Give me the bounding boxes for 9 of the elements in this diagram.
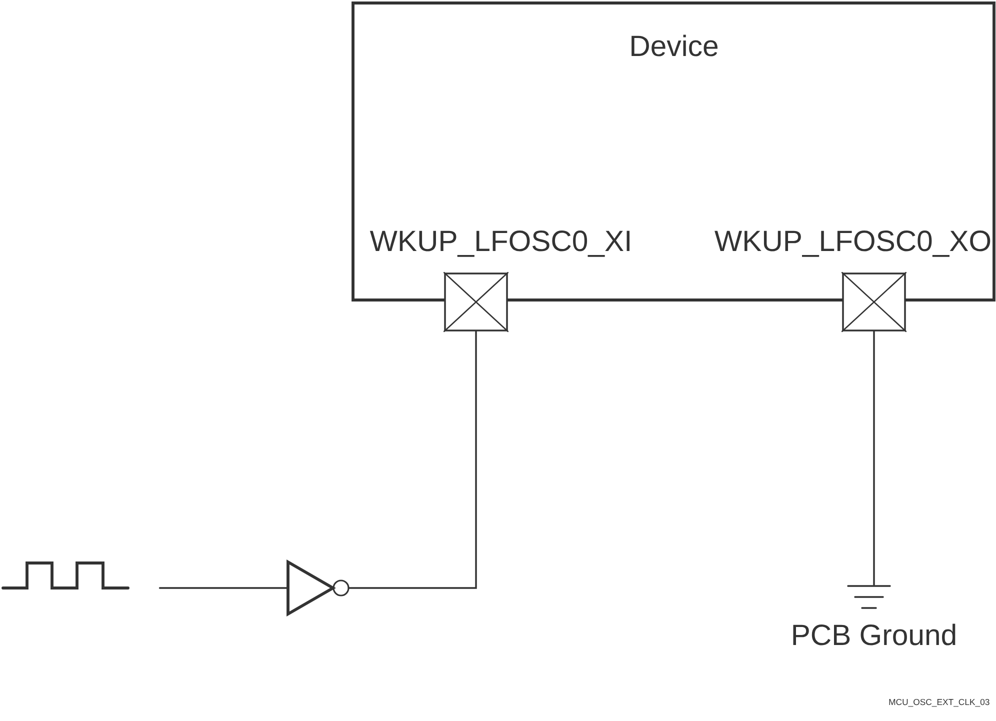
pin-label: WKUP_LFOSC0_XO: [714, 230, 990, 257]
wire: [873, 330, 875, 586]
pin-box: [841, 272, 907, 332]
square-wave-drawing: [2, 562, 130, 590]
figure-id: MCU_OSC_EXT_CLK_03: [889, 698, 990, 707]
wire: [158, 587, 288, 589]
wire: [348, 330, 477, 589]
pin-label: WKUP_LFOSC0_XI: [370, 230, 630, 257]
pin-box: [443, 272, 509, 332]
